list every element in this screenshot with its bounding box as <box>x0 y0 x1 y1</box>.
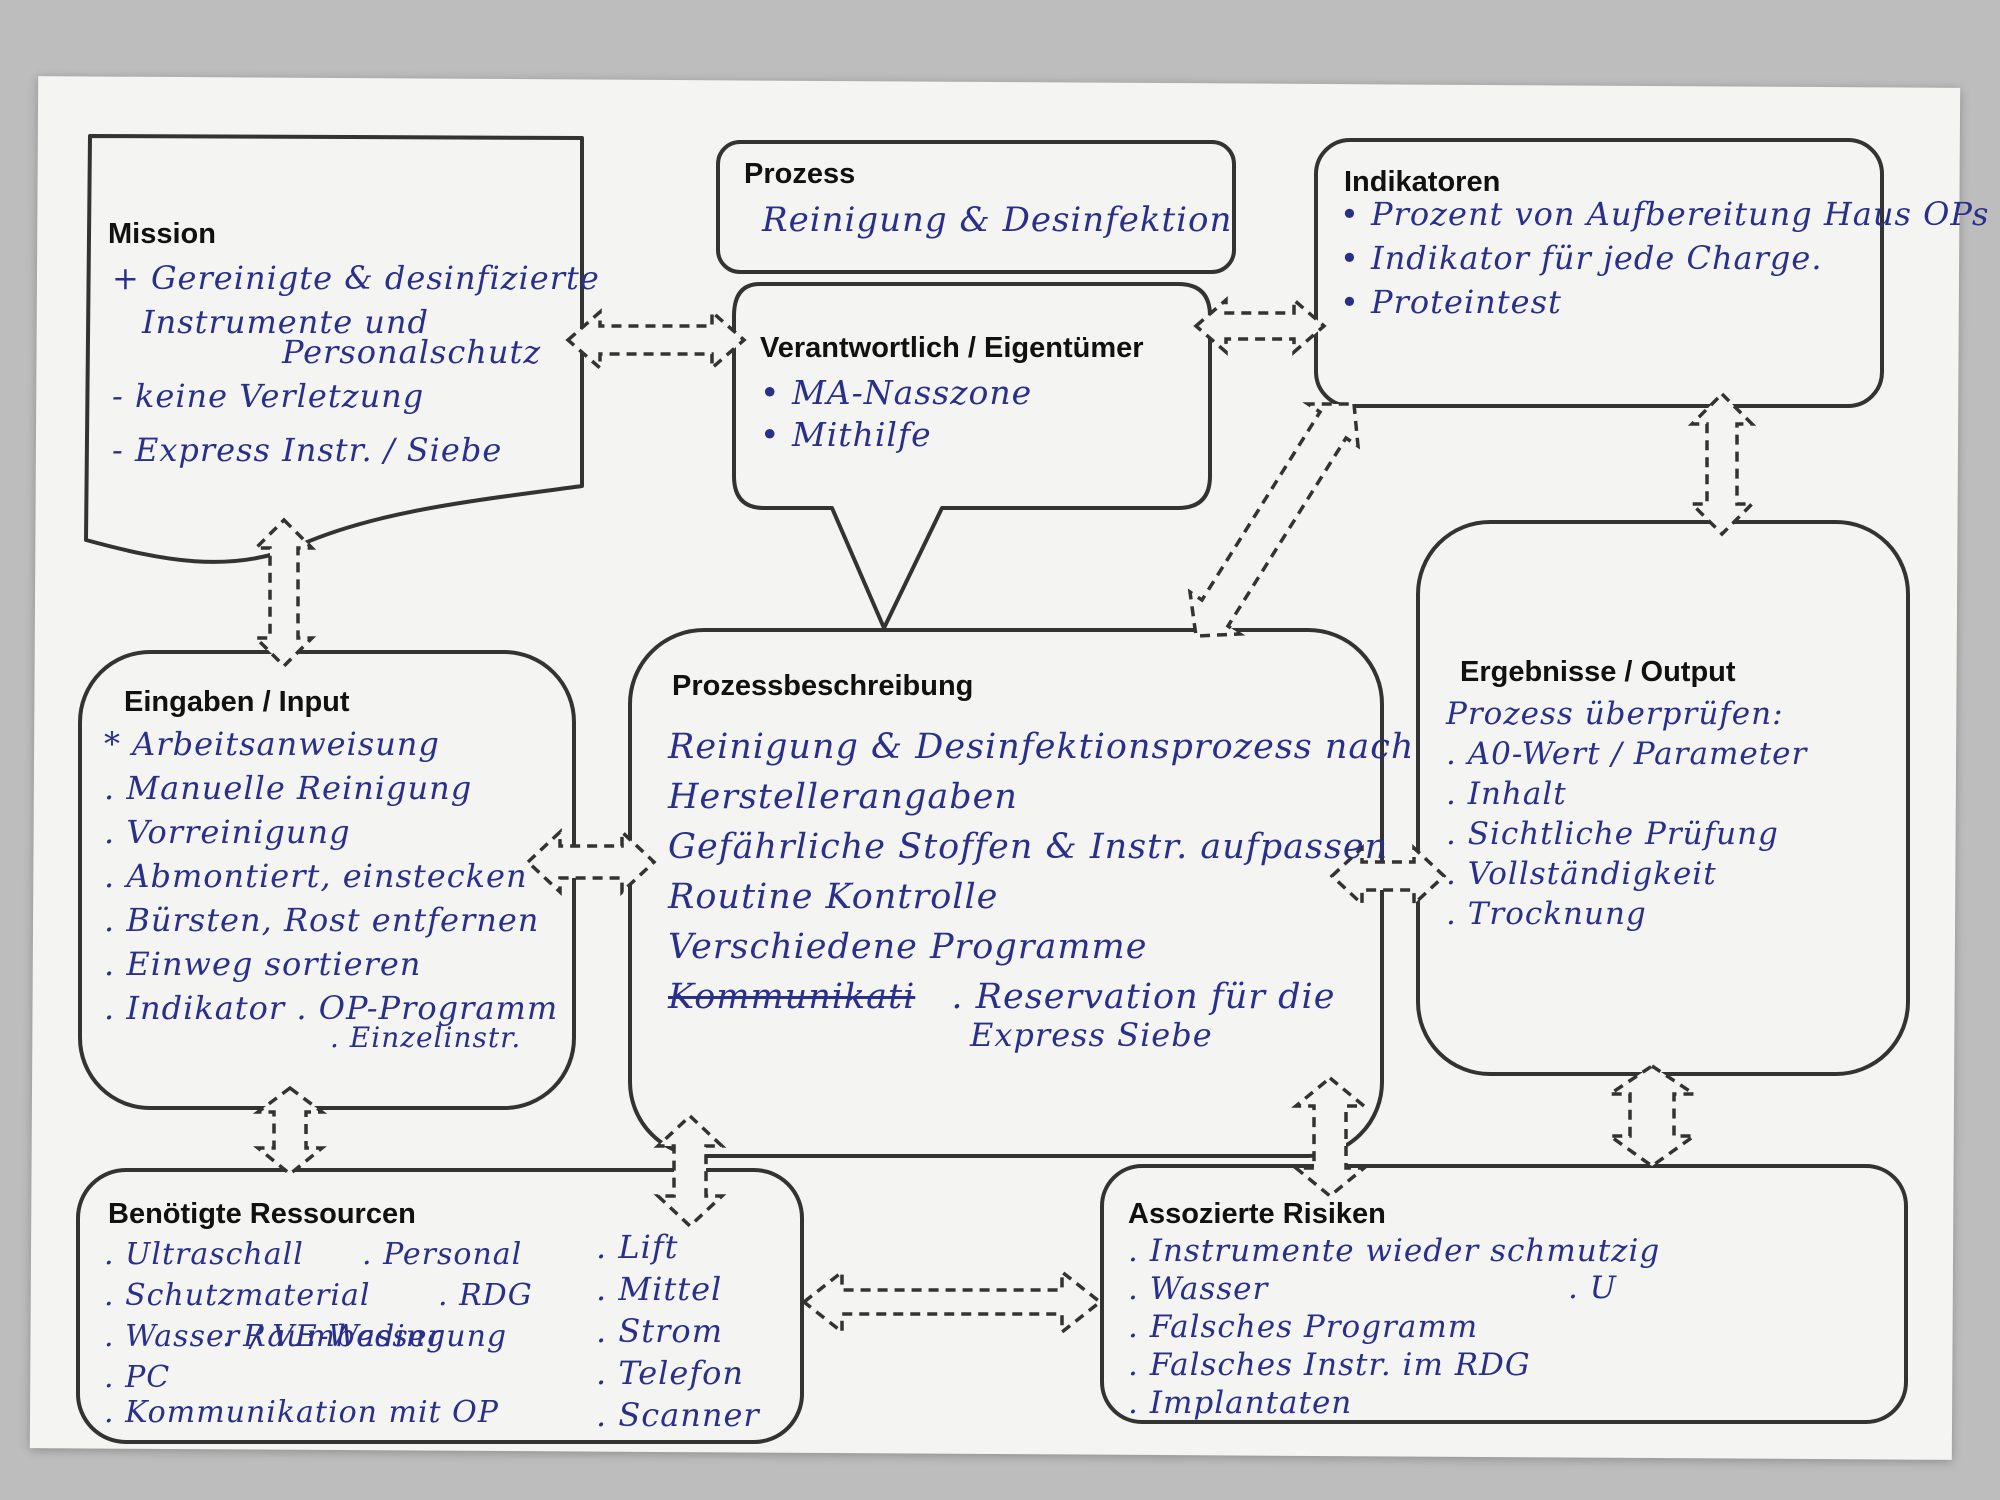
prozessbeschreibung-notes: Reinigung & Desinfektionsprozess nach He… <box>668 722 1414 1060</box>
eingaben-box-shape <box>78 650 576 1110</box>
ergebnisse-title: Ergebnisse / Output <box>1460 656 1736 688</box>
prozess-box-shape <box>716 140 1236 274</box>
ergebnisse-line: Prozess überprüfen: <box>1446 696 1784 732</box>
risiken-extra: . U <box>1568 1270 1617 1306</box>
arrow-indikatoren-ergebnisse <box>1687 391 1757 537</box>
eingaben-line: . Abmontiert, einstecken <box>104 857 528 895</box>
ressourcen-box-shape <box>76 1168 804 1444</box>
arrow-ressourcen-risiken <box>801 1268 1103 1336</box>
ressourcen-item: . Personal <box>362 1237 523 1272</box>
ergebnisse-line: . Vollständigkeit <box>1446 856 1717 892</box>
prozessbeschreibung-line: Reinigung & Desinfektionsprozess nach <box>668 727 1415 767</box>
ressourcen-item: . Kommunikation mit OP <box>104 1395 499 1430</box>
arrow-prozessbeschreibung-ergebnisse <box>1329 843 1447 909</box>
arrow-eingaben-prozessbeschreibung <box>525 827 657 897</box>
arrow-verantwortlich-indikatoren <box>1193 296 1327 356</box>
verantwortlich-line: • MA-Nasszone <box>760 373 1033 412</box>
prozessbeschreibung-line: Verschiedene Programme <box>668 927 1148 967</box>
ressourcen-col2: . Personal . RDG . Raumbedingung <box>222 1234 533 1357</box>
prozessbeschreibung-title: Prozessbeschreibung <box>672 670 974 702</box>
indikatoren-title: Indikatoren <box>1344 166 1501 198</box>
indikatoren-box-shape <box>1314 138 1884 408</box>
prozess-title: Prozess <box>744 158 856 190</box>
mission-title: Mission <box>108 218 216 250</box>
eingaben-notes: * Arbeitsanweisung . Manuelle Reinigung … <box>104 722 558 1060</box>
ressourcen-item: . Strom <box>596 1312 724 1350</box>
verantwortlich-line: • Mithilfe <box>760 415 932 454</box>
eingaben-line: . Indikator . OP-Programm <box>104 989 559 1027</box>
indikatoren-notes: • Prozent von Aufbereitung Haus OPs • In… <box>1340 192 1989 324</box>
indikatoren-line: • Proteintest <box>1340 283 1562 321</box>
ressourcen-col1: . Ultraschall . Schutzmaterial . Wasser … <box>104 1234 499 1433</box>
ressourcen-col3: . Lift . Mittel . Strom . Telefon . Scan… <box>596 1226 760 1436</box>
verantwortlich-notes: • MA-Nasszone • Mithilfe <box>760 372 1032 456</box>
ergebnisse-line: . Trocknung <box>1446 896 1647 932</box>
reservation-line: . Reservation für die <box>951 977 1336 1017</box>
eingaben-line: . Bürsten, Rost entfernen <box>104 901 540 939</box>
eingaben-line: * Arbeitsanweisung <box>104 725 440 763</box>
ressourcen-item: . Scanner <box>596 1396 760 1434</box>
prozessbeschreibung-box-shape <box>628 628 1384 1158</box>
ressourcen-item: . Telefon <box>596 1354 745 1392</box>
arrow-prozessbeschreibung-risiken <box>1291 1075 1369 1199</box>
eingaben-line: . Vorreinigung <box>104 813 351 851</box>
risiken-box-shape <box>1100 1164 1908 1424</box>
ergebnisse-line: . Inhalt <box>1446 776 1567 812</box>
ergebnisse-line: . A0-Wert / Parameter <box>1446 736 1808 772</box>
arrow-prozessbeschreibung-indikatoren <box>1187 402 1361 638</box>
ressourcen-title: Benötigte Ressourcen <box>108 1198 416 1230</box>
arrow-mission-verantwortlich <box>565 308 747 372</box>
mission-line: - keine Verletzung <box>112 377 425 415</box>
prozessbeschreibung-row: Kommunikati . Reservation für die <box>668 972 1414 1022</box>
ressourcen-item: . Wasser / VE-Wasser <box>104 1319 443 1354</box>
risiken-line: . Wasser <box>1128 1271 1269 1307</box>
ressourcen-item: . Ultraschall <box>104 1237 304 1272</box>
reservation-line-2: Express Siebe <box>970 1016 1213 1054</box>
eingaben-title: Eingaben / Input <box>124 686 350 718</box>
mission-line: Personalschutz <box>282 333 542 371</box>
ressourcen-item: . PC <box>104 1360 171 1395</box>
arrow-prozessbeschreibung-ressourcen <box>653 1113 727 1229</box>
risiken-line: . Falsches Programm <box>1128 1309 1479 1345</box>
arrow-mission-eingaben <box>251 517 317 669</box>
risiken-title: Assozierte Risiken <box>1128 1198 1386 1230</box>
ressourcen-item: . Mittel <box>596 1270 723 1308</box>
indikatoren-line: • Indikator für jede Charge. <box>1340 239 1823 277</box>
risiken-notes: . Instrumente wieder schmutzig . Wasser … <box>1128 1232 1660 1422</box>
mission-line: - Express Instr. / Siebe <box>112 431 503 469</box>
struck-word: Kommunikati <box>668 977 916 1017</box>
prozessbeschreibung-line: Gefährliche Stoffen & Instr. aufpassen <box>668 827 1389 867</box>
verantwortlich-box-shape <box>732 282 1212 630</box>
mission-box-shape <box>84 134 584 564</box>
ergebnisse-notes: Prozess überprüfen: . A0-Wert / Paramete… <box>1446 694 1807 934</box>
ressourcen-item: . Schutzmaterial <box>104 1278 371 1313</box>
eingaben-line: . Einzelinstr. <box>330 1021 522 1054</box>
arrow-ergebnisse-risiken <box>1604 1063 1700 1169</box>
prozessbeschreibung-line: Herstellerangaben <box>668 777 1018 817</box>
mission-line: + Gereinigte & desinfizierte <box>112 259 600 297</box>
risiken-line: . Instrumente wieder schmutzig <box>1128 1233 1661 1269</box>
mission-notes: + Gereinigte & desinfizierte Instrumente… <box>112 256 600 472</box>
eingaben-line: . Einweg sortieren <box>104 945 422 983</box>
ressourcen-item: . Lift <box>596 1228 679 1266</box>
ressourcen-item: . Raumbedingung <box>222 1319 508 1354</box>
prozessbeschreibung-line: Routine Kontrolle <box>668 877 999 917</box>
risiken-line: . Falsches Instr. im RDG <box>1128 1347 1531 1383</box>
ergebnisse-line: . Sichtliche Prüfung <box>1446 816 1779 852</box>
ressourcen-item: . RDG <box>438 1278 533 1313</box>
indikatoren-line: • Prozent von Aufbereitung Haus OPs <box>1340 195 1990 233</box>
arrow-eingaben-ressourcen <box>252 1085 328 1177</box>
risiken-line: . Implantaten <box>1128 1385 1353 1421</box>
verantwortlich-title: Verantwortlich / Eigentümer <box>760 332 1144 364</box>
eingaben-line: . Manuelle Reinigung <box>104 769 473 807</box>
mission-line: Instrumente und <box>142 303 429 341</box>
prozess-note: Reinigung & Desinfektion <box>762 200 1233 240</box>
